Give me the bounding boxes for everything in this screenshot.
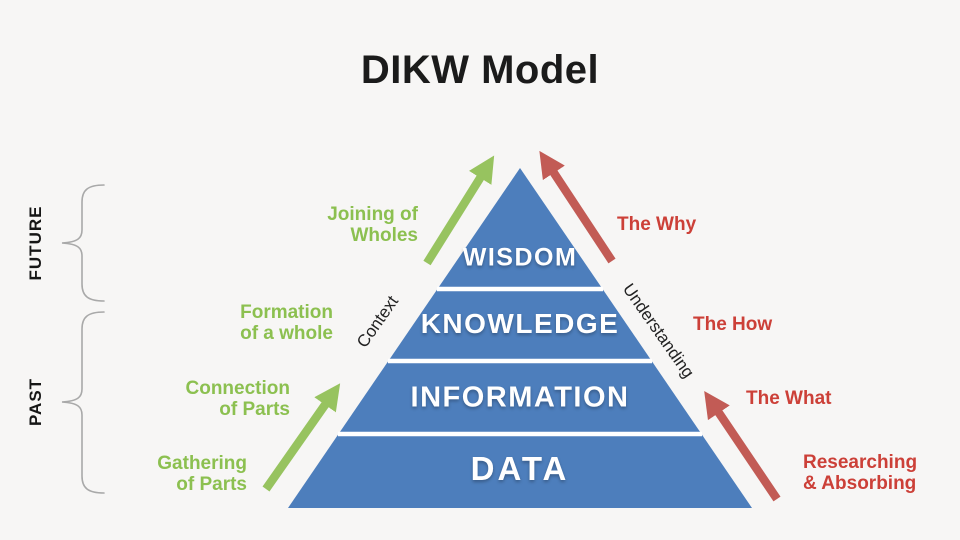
timeline-label-past: PAST: [26, 377, 45, 427]
green-up-arrow-icon-upper: [423, 155, 495, 266]
pyramid: [288, 168, 752, 508]
past-brace-icon: [61, 311, 105, 494]
pyramid-level-knowledge: KNOWLEDGE: [420, 308, 620, 339]
green-up-arrow-icon-lower: [262, 383, 341, 492]
annotation-connection-of-parts: Connection of Parts: [185, 378, 291, 420]
pyramid-level-information: INFORMATION: [410, 381, 630, 414]
red-up-arrow-icon-lower: [704, 390, 781, 502]
timeline-label-future: FUTURE: [26, 205, 45, 281]
annotation-formation-of-a-whole: Formation of a whole: [240, 302, 333, 344]
annotation-gathering-of-parts: Gathering of Parts: [157, 453, 247, 495]
annotation-the-how: The How: [693, 314, 773, 335]
slide-title: DIKW Model: [360, 48, 600, 92]
annotation-joining-of-wholes: Joining of Wholes: [327, 204, 418, 246]
pyramid-level-data: DATA: [470, 450, 570, 487]
annotation-the-why: The Why: [617, 214, 697, 235]
future-brace-icon: [61, 184, 105, 302]
annotation-researching-absorbing: Researching & Absorbing: [803, 452, 918, 494]
annotation-the-what: The What: [746, 388, 832, 409]
pyramid-level-wisdom: WISDOM: [462, 243, 578, 272]
red-up-arrow-icon-upper: [539, 150, 616, 264]
